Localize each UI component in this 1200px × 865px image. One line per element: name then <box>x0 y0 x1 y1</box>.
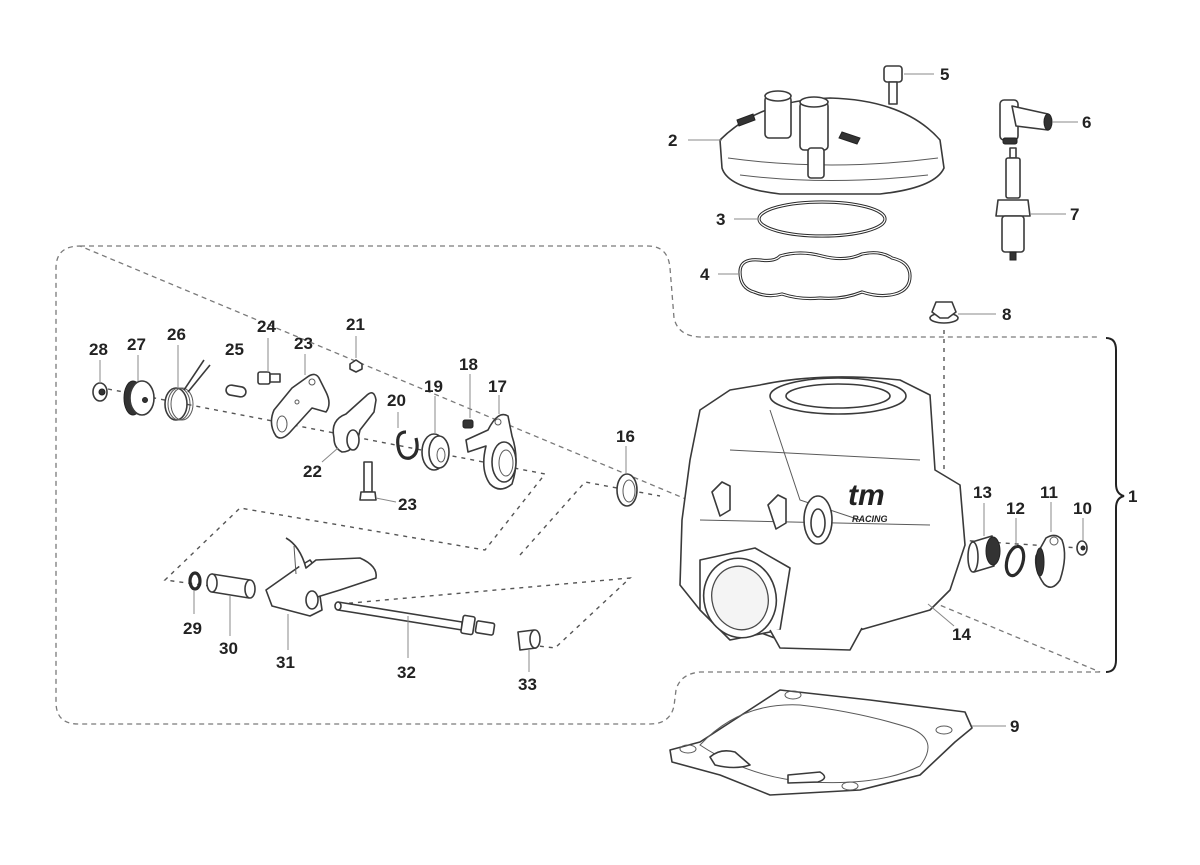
part-circlip[interactable] <box>396 430 419 460</box>
part-head-gasket-seal[interactable] <box>738 251 912 301</box>
callout-4[interactable]: 4 <box>700 265 710 284</box>
part-valve-flange[interactable] <box>465 413 517 490</box>
part-control-plate[interactable] <box>270 373 330 439</box>
part-exhaust-valve-blade[interactable] <box>265 537 377 617</box>
part-cylinder-head[interactable] <box>719 90 945 195</box>
part-cap-nut[interactable] <box>92 382 108 402</box>
callout-30[interactable]: 30 <box>219 639 238 658</box>
part-cylinder[interactable]: tm RACING <box>679 376 966 651</box>
part-cover-screw[interactable] <box>1076 540 1088 556</box>
part-flange-nut[interactable] <box>929 301 959 324</box>
callout-23[interactable]: 23 <box>294 334 313 353</box>
callout-14[interactable]: 14 <box>952 625 971 644</box>
part-head-bolt[interactable] <box>883 65 903 105</box>
callout-20[interactable]: 21 <box>346 315 365 334</box>
callout-19[interactable]: 20 <box>387 391 406 410</box>
callout-11[interactable]: 11 <box>1040 483 1058 502</box>
part-bearing[interactable] <box>421 433 450 471</box>
part-nut[interactable] <box>349 359 363 373</box>
callout-25[interactable]: 25 <box>225 340 244 359</box>
group-bracket <box>1105 337 1125 673</box>
part-washer[interactable] <box>188 571 202 591</box>
callout-5[interactable]: 5 <box>940 65 949 84</box>
callout-24[interactable]: 24 <box>257 317 276 336</box>
callout-21[interactable]: 22 <box>303 462 322 481</box>
callout-32[interactable]: 32 <box>397 663 416 682</box>
callout-15[interactable]: 16 <box>616 427 635 446</box>
part-o-ring-head[interactable] <box>757 200 887 238</box>
callout-17[interactable]: 18 <box>459 355 478 374</box>
part-lever-bolt[interactable] <box>359 461 377 501</box>
part-sleeve[interactable] <box>206 573 256 599</box>
part-spark-plug[interactable] <box>995 147 1031 261</box>
part-valve-shaft[interactable] <box>334 601 496 636</box>
callout-29[interactable]: 29 <box>183 619 202 638</box>
part-cover-o-ring[interactable] <box>1003 544 1026 578</box>
callout-9[interactable]: 9 <box>1010 717 1019 736</box>
callout-3[interactable]: 3 <box>716 210 725 229</box>
callout-7[interactable]: 7 <box>1070 205 1079 224</box>
callout-31[interactable]: 31 <box>276 653 295 672</box>
callout-13[interactable]: 13 <box>973 483 992 502</box>
subassembly-boundary <box>55 245 1101 725</box>
part-bushing[interactable] <box>967 535 1001 573</box>
part-valve-lever[interactable] <box>332 392 377 453</box>
callout-33[interactable]: 33 <box>518 675 537 694</box>
part-torsion-spring[interactable] <box>164 359 211 421</box>
part-base-gasket[interactable] <box>669 689 973 796</box>
part-end-bushing[interactable] <box>517 629 541 651</box>
callout-2[interactable]: 2 <box>668 131 677 150</box>
part-spark-plug-cap[interactable] <box>999 99 1053 145</box>
part-pin[interactable] <box>225 384 247 398</box>
callout-8[interactable]: 8 <box>1002 305 1011 324</box>
part-shaft-seal[interactable] <box>616 473 638 507</box>
part-spring-cap[interactable] <box>123 380 155 416</box>
callout-12[interactable]: 12 <box>1006 499 1025 518</box>
brand-logo-sub: RACING <box>852 514 888 524</box>
callout-22[interactable]: 23 <box>398 495 417 514</box>
callout-27[interactable]: 27 <box>127 335 146 354</box>
part-valve-cover[interactable] <box>1034 534 1066 588</box>
callout-1[interactable]: 1 <box>1128 487 1137 506</box>
part-adjuster-screw[interactable] <box>257 371 281 385</box>
callout-18[interactable]: 19 <box>424 377 443 396</box>
brand-logo: tm <box>848 479 885 512</box>
callout-16[interactable]: 17 <box>488 377 507 396</box>
callout-6[interactable]: 6 <box>1082 113 1091 132</box>
callout-26[interactable]: 26 <box>167 325 186 344</box>
callout-10[interactable]: 10 <box>1073 499 1092 518</box>
callout-28[interactable]: 28 <box>89 340 108 359</box>
part-grub-screw[interactable] <box>462 419 474 429</box>
